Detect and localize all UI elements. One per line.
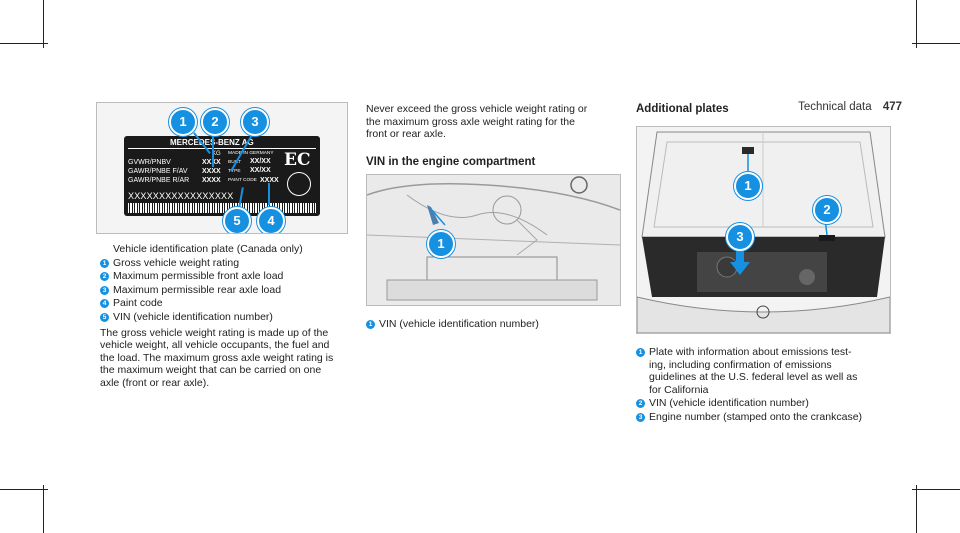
list-item: 2 Maximum permissible front axle load (100, 270, 360, 283)
crop-mark (0, 43, 48, 44)
list-item-text: Maximum permissible rear axle load (113, 283, 282, 296)
engine-compartment-figure: 1 (366, 174, 621, 306)
vin-engine-heading: VIN in the engine compartment (366, 156, 536, 168)
plate-legend: Vehicle identification plate (Canada onl… (100, 243, 360, 390)
crop-mark (912, 489, 960, 490)
page-header: Technical data 477 (798, 101, 902, 113)
section-title: Technical data (798, 101, 872, 113)
list-item: 4 Paint code (100, 297, 360, 310)
paragraph-line: the maximum gross axle weight rating for… (366, 115, 575, 128)
bullet-number: 2 (100, 272, 109, 282)
bullet-number: 1 (100, 258, 109, 268)
list-item: 5 VIN (vehicle identification number) (100, 311, 360, 324)
bullet-number: 4 (100, 299, 109, 309)
plate-callout-2: 2 (201, 108, 229, 136)
crop-mark (916, 0, 917, 48)
additional-plates-figure: 1 2 3 (636, 126, 891, 334)
engine-legend: 1 VIN (vehicle identification number) (366, 318, 626, 332)
callout-line (268, 183, 270, 205)
label-row3: GAWR/PNBE R/AR (128, 177, 190, 184)
label-row2: GAWR/PNBE F/AV (128, 168, 188, 175)
list-item-text: VIN (vehicle identification number) (113, 310, 273, 323)
paragraph-line: the load. The maximum gross axle weight … (100, 351, 334, 364)
gvwr-paragraph: The gross vehicle weight rating is made … (100, 327, 360, 390)
list-item-line: Plate with information about emissions t… (649, 346, 852, 358)
engine-legend-list: 1 VIN (vehicle identification number) (366, 318, 626, 331)
plate-figure: MERCEDES-BENZ AG KG MADE IN GERMANY GVWR… (96, 102, 348, 234)
label-row1-value: XXXX (202, 159, 221, 166)
crop-mark (912, 43, 960, 44)
label-divider (128, 148, 316, 149)
list-item-line: VIN (vehicle identification number) (649, 397, 809, 410)
crop-mark (916, 485, 917, 533)
bullet-number: 3 (636, 412, 645, 422)
crop-mark (0, 489, 48, 490)
list-item: 2 VIN (vehicle identification number) (636, 397, 906, 410)
plate-callout-1: 1 (169, 108, 197, 136)
plate-callout-3: 3 (241, 108, 269, 136)
additional-plates-heading: Additional plates (636, 103, 729, 115)
list-item-line: ing, including confirmation of emissions (649, 358, 832, 371)
additional-callout-2: 2 (813, 196, 841, 224)
bullet-number: 5 (100, 312, 109, 322)
label-row2-value: XXXX (202, 168, 221, 175)
list-item-text: Paint code (113, 297, 163, 310)
list-item: 1 Plate with information about emissions… (636, 346, 906, 396)
additional-callout-3: 3 (726, 223, 754, 251)
engine-callout-1: 1 (427, 230, 455, 258)
paragraph-line: the maximum weight that can be carried o… (100, 364, 322, 377)
label-row3-value: XXXX (202, 177, 221, 184)
list-item-text: Gross vehicle weight rating (113, 256, 240, 269)
list-item: 3 Maximum permissible rear axle load (100, 284, 360, 297)
bullet-number: 3 (100, 285, 109, 295)
weight-warning-paragraph: Never exceed the gross vehicle weight ra… (366, 103, 626, 141)
paragraph-line: Never exceed the gross vehicle weight ra… (366, 103, 588, 115)
callout-line (212, 133, 214, 167)
bullet-number: 1 (366, 320, 375, 329)
list-item-text: Maximum permissible front axle load (113, 270, 284, 283)
plate-callout-4: 4 (257, 207, 285, 233)
label-vin: XXXXXXXXXXXXXXXXX (128, 191, 234, 201)
barcode (128, 203, 316, 213)
vehicle-identification-label: MERCEDES-BENZ AG KG MADE IN GERMANY GVWR… (124, 136, 320, 216)
additional-callout-1: 1 (734, 172, 762, 200)
hood-open-illustration (637, 131, 890, 333)
paragraph-line: front or rear axle. (366, 128, 446, 141)
bullet-number: 2 (636, 399, 645, 409)
paragraph-line: axle (front or rear axle). (100, 376, 210, 389)
label-brand: MERCEDES-BENZ AG (170, 138, 254, 147)
paragraph-line: The gross vehicle weight rating is made … (100, 326, 329, 339)
label-row1: GVWR/PNBV (128, 159, 171, 166)
additional-legend: 1 Plate with information about emissions… (636, 346, 906, 425)
engine-illustration (367, 175, 620, 305)
label-paint-code: PAINT CODE (228, 178, 257, 183)
label-made-in: MADE IN GERMANY (228, 151, 274, 156)
label-paint-value: XXXX (260, 177, 279, 184)
label-kg: KG (212, 151, 221, 157)
plate-legend-title: Vehicle identification plate (Canada onl… (113, 243, 303, 255)
crop-mark (43, 0, 44, 48)
canada-seal-icon (287, 172, 311, 196)
plate-callout-5: 5 (223, 207, 251, 233)
list-item: 1 Gross vehicle weight rating (100, 257, 360, 270)
page-number: 477 (882, 101, 902, 113)
additional-legend-list: 1 Plate with information about emissions… (636, 346, 906, 424)
label-ec-mark: EC (284, 150, 311, 170)
list-item-line: guidelines at the U.S. federal level as … (649, 371, 858, 384)
list-item: 1 VIN (vehicle identification number) (366, 318, 626, 331)
label-type: TYPE (228, 169, 241, 174)
label-built-value: XX/XX (250, 158, 271, 165)
list-item: 3 Engine number (stamped onto the crankc… (636, 411, 906, 424)
paragraph-line: vehicle weight, all vehicle occupants, t… (100, 339, 330, 352)
crop-mark (43, 485, 44, 533)
label-type-value: XX/XX (250, 167, 271, 174)
bullet-number: 1 (636, 348, 645, 357)
list-item-line: Engine number (stamped onto the crankcas… (649, 410, 863, 423)
list-item-line: for California (649, 383, 709, 396)
list-item-text: VIN (vehicle identification number) (379, 318, 539, 330)
